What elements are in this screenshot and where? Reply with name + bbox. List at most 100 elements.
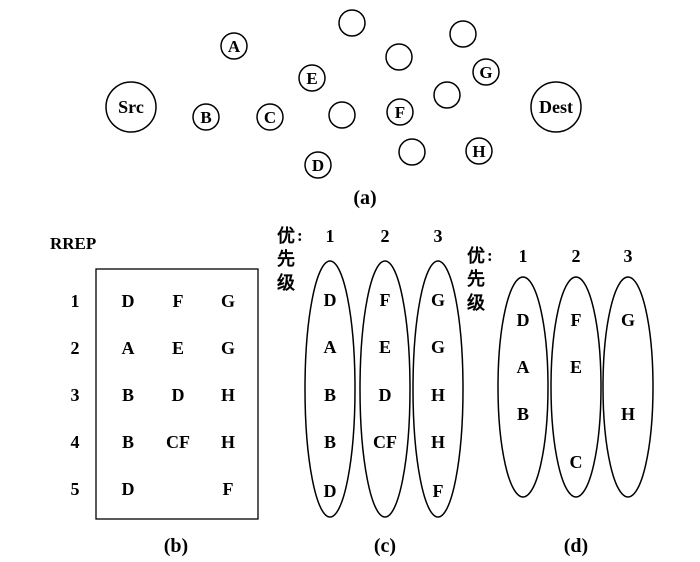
table-cell: H (221, 385, 235, 405)
priority-label-char: 级 (467, 292, 486, 314)
group-member: H (431, 385, 445, 405)
panel-c: 优 先 级 : 1D A B B D 2F E D CF 3G G H H F (c) (277, 225, 464, 557)
node-label: Dest (539, 97, 573, 117)
node-dest: Dest (530, 81, 582, 133)
group-member: D (379, 385, 392, 405)
table-cell: G (221, 338, 235, 358)
node-unlabeled (338, 9, 366, 37)
group-member: F (380, 290, 391, 310)
node-label: E (306, 69, 317, 88)
caption-a: (a) (353, 187, 376, 209)
priority-group-ellipse (550, 276, 602, 498)
priority-label-char: 先 (277, 248, 295, 270)
table-cell: D (122, 479, 135, 499)
group-member: B (324, 432, 336, 452)
priority-label-char: 优 (467, 245, 485, 267)
group-member: G (431, 290, 445, 310)
node-label: Src (118, 97, 144, 117)
row-label: 2 (71, 338, 80, 358)
table-cell: A (122, 338, 135, 358)
node-b: B (192, 103, 220, 131)
group-member: A (517, 357, 530, 377)
group-member: B (517, 404, 529, 424)
row-label: 5 (71, 479, 80, 499)
priority-group-ellipse (304, 260, 356, 518)
rrep-box (95, 268, 259, 520)
node-label: A (228, 37, 241, 56)
priority-label-char: 优 (277, 225, 295, 247)
node-c: C (256, 103, 284, 131)
group-member: H (431, 432, 445, 452)
table-cell: B (122, 385, 134, 405)
group-member: H (621, 404, 635, 424)
node-label: B (200, 108, 211, 127)
table-cell: B (122, 432, 134, 452)
priority-label-char: 级 (277, 272, 296, 294)
node-f: F (386, 98, 414, 126)
priority-group-ellipse (602, 276, 654, 498)
priority-colon: : (487, 246, 493, 265)
rrep-title: RREP (50, 234, 96, 253)
group-member: F (433, 481, 444, 501)
table-cell: D (172, 385, 185, 405)
group-member: D (324, 290, 337, 310)
node-label: F (395, 103, 405, 122)
priority-number: 3 (624, 246, 633, 266)
priority-group-ellipse (497, 276, 549, 498)
panel-a: Src Dest A B C D E F (105, 9, 582, 209)
group-member: D (324, 481, 337, 501)
node-label: C (264, 108, 276, 127)
node-src: Src (105, 81, 157, 133)
caption-d: (d) (564, 535, 588, 557)
group-member: A (324, 337, 337, 357)
table-cell: D (122, 291, 135, 311)
table-cell: CF (166, 432, 190, 452)
node-h: H (465, 137, 493, 165)
group-member: D (517, 310, 530, 330)
priority-group-ellipse (359, 260, 411, 518)
node-unlabeled (398, 138, 426, 166)
node-unlabeled (449, 20, 477, 48)
node-unlabeled (328, 101, 356, 129)
group-member: G (621, 310, 635, 330)
node-d: D (304, 151, 332, 179)
node-label: H (472, 142, 485, 161)
caption-b: (b) (164, 535, 188, 557)
priority-group-ellipse (412, 260, 464, 518)
group-member: F (571, 310, 582, 330)
row-label: 3 (71, 385, 80, 405)
group-member: B (324, 385, 336, 405)
node-unlabeled (385, 43, 413, 71)
priority-groups: 1D A B 2F E C 3G H (497, 246, 654, 498)
priority-number: 2 (572, 246, 581, 266)
priority-number: 2 (381, 226, 390, 246)
node-unlabeled (433, 81, 461, 109)
group-member: C (570, 452, 583, 472)
group-member: E (379, 337, 391, 357)
group-member: E (570, 357, 582, 377)
priority-number: 3 (434, 226, 443, 246)
table-cell: H (221, 432, 235, 452)
panel-d: 优 先 级 : 1D A B 2F E C 3G H (d) (467, 245, 654, 557)
caption-c: (c) (374, 535, 396, 557)
node-label: G (479, 63, 492, 82)
table-cell: F (173, 291, 184, 311)
group-member: CF (373, 432, 397, 452)
priority-colon: : (297, 226, 303, 245)
priority-number: 1 (519, 246, 528, 266)
node-g: G (472, 58, 500, 86)
table-cell: F (223, 479, 234, 499)
node-label: D (312, 156, 324, 175)
priority-groups: 1D A B B D 2F E D CF 3G G H H F (304, 226, 464, 518)
group-member: G (431, 337, 445, 357)
node-a: A (220, 32, 248, 60)
row-label: 1 (71, 291, 80, 311)
priority-number: 1 (326, 226, 335, 246)
table-cell: G (221, 291, 235, 311)
row-label: 4 (71, 432, 80, 452)
node-e: E (298, 64, 326, 92)
priority-label-char: 先 (467, 268, 485, 290)
table-cell: E (172, 338, 184, 358)
